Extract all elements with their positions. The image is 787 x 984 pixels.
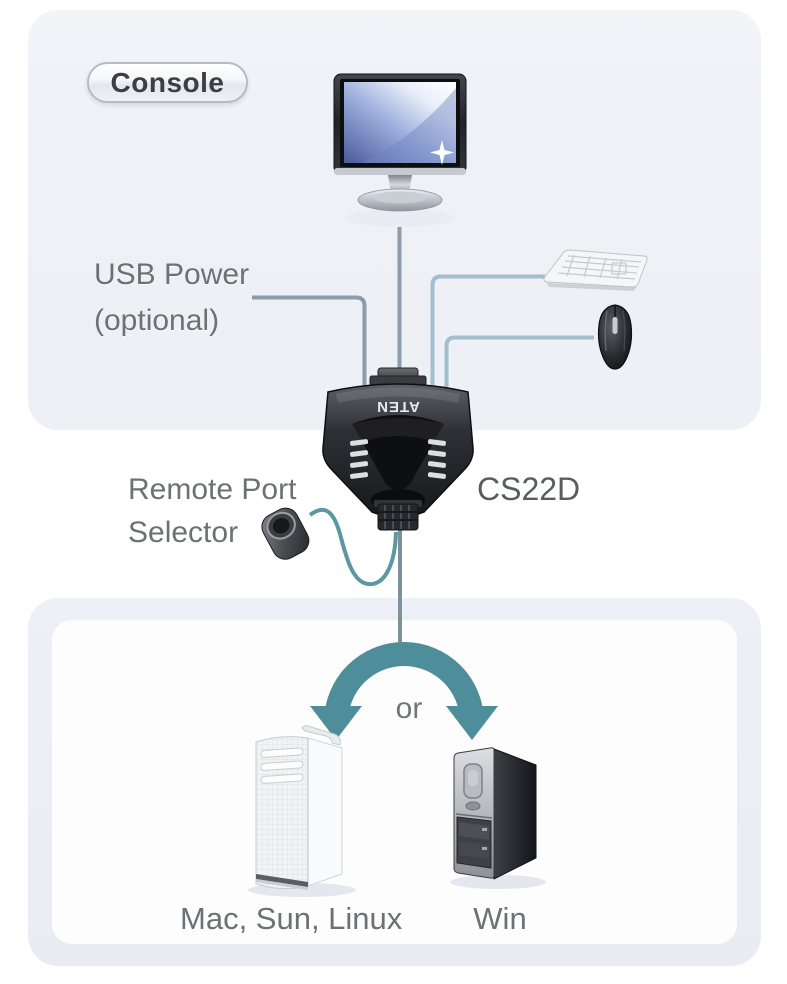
mouse-icon bbox=[597, 304, 633, 370]
keyboard-cable bbox=[430, 274, 545, 386]
or-label: or bbox=[395, 692, 423, 725]
selector-cable bbox=[308, 507, 398, 587]
usb-power-line1: USB Power bbox=[94, 258, 250, 291]
mac-sun-linux-label: Mac, Sun, Linux bbox=[180, 901, 403, 936]
win-tower-icon bbox=[450, 747, 546, 889]
usb-power-label: USB Power (optional) bbox=[94, 252, 249, 344]
console-badge-label: Console bbox=[110, 66, 225, 98]
remote-selector-label: Remote Port Selector bbox=[128, 468, 296, 554]
mac-tower-icon bbox=[248, 725, 356, 897]
win-label: Win bbox=[473, 901, 527, 936]
console-badge: Console bbox=[87, 62, 248, 103]
mouse-cable bbox=[444, 335, 594, 392]
usb-power-cable bbox=[252, 295, 367, 386]
computers-panel-inner bbox=[52, 620, 737, 944]
monitor-icon bbox=[333, 73, 467, 227]
kvm-switch-icon: ATEN bbox=[322, 367, 474, 531]
split-arrow-icon bbox=[310, 642, 498, 740]
remote-port-selector-icon bbox=[261, 507, 310, 560]
remote-selector-line1: Remote Port bbox=[128, 473, 297, 506]
aten-logo: ATEN bbox=[376, 398, 420, 415]
keyboard-icon bbox=[543, 249, 648, 291]
remote-selector-line2: Selector bbox=[128, 516, 239, 549]
usb-power-line2: (optional) bbox=[94, 304, 220, 337]
device-model-label: CS22D bbox=[477, 471, 581, 507]
